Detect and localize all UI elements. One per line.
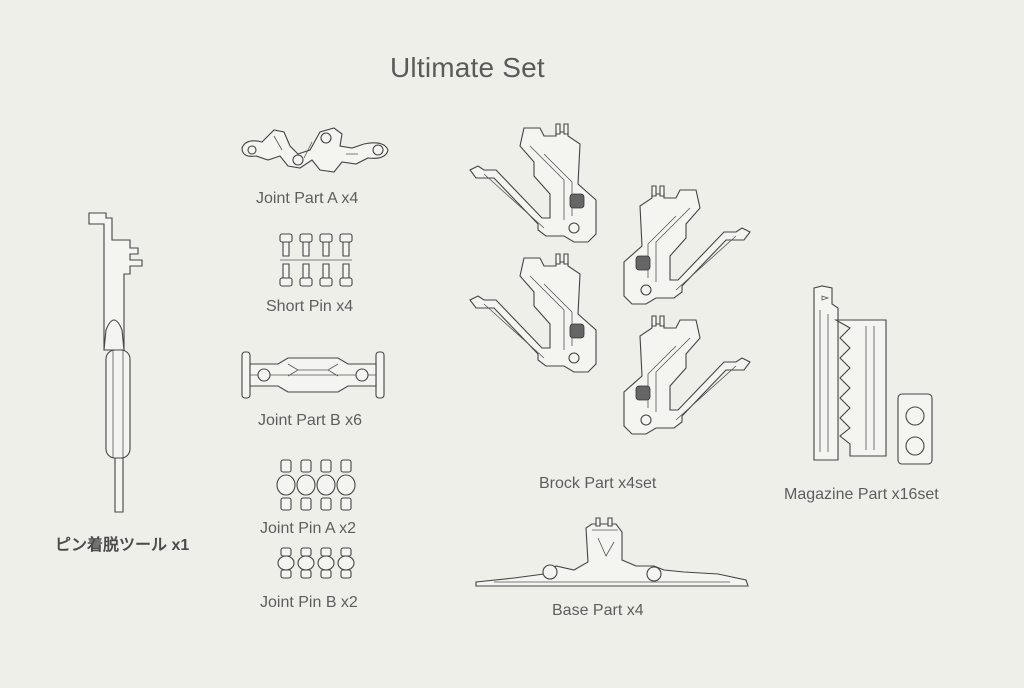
pin-tool-illustration	[86, 210, 158, 516]
brock-part-illustration	[469, 123, 751, 435]
magazine-part-label: Magazine Part x16set	[784, 486, 939, 503]
magazine-part-illustration	[810, 284, 936, 468]
joint-pin-b-illustration	[276, 546, 356, 580]
joint-part-b-illustration	[238, 348, 388, 402]
joint-part-a-label: Joint Part A x4	[256, 190, 359, 207]
joint-pin-a-illustration	[276, 458, 356, 512]
page-title: Ultimate Set	[390, 52, 545, 83]
pin-tool-label: ピン着脱ツール x1	[55, 537, 190, 554]
joint-pin-a-label: Joint Pin A x2	[260, 520, 357, 537]
brock-part-label: Brock Part x4set	[539, 475, 657, 492]
short-pin-illustration	[276, 232, 356, 288]
joint-part-a-illustration	[238, 124, 392, 174]
joint-pin-b-label: Joint Pin B x2	[260, 594, 358, 611]
base-part-illustration	[474, 516, 750, 590]
short-pin-label: Short Pin x4	[266, 298, 354, 315]
base-part-label: Base Part x4	[552, 602, 644, 619]
joint-part-b-label: Joint Part B x6	[258, 412, 363, 429]
